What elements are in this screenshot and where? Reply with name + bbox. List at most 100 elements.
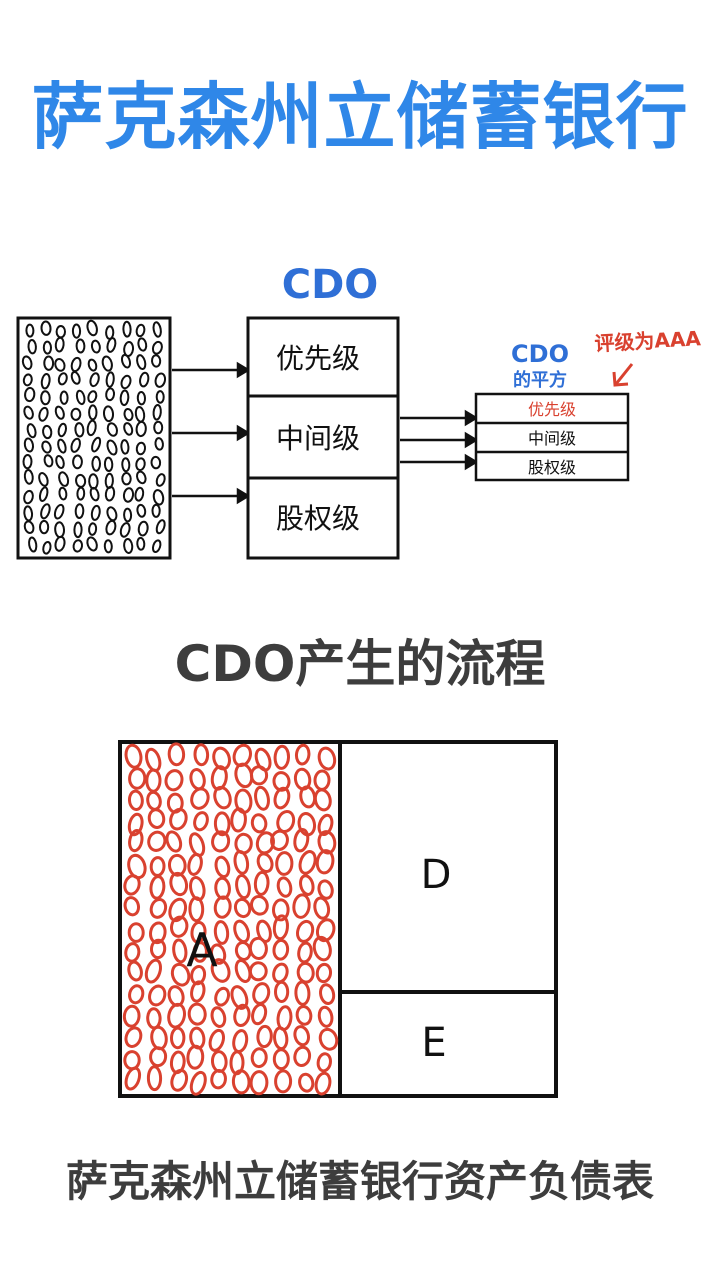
loan-oval [40, 320, 52, 336]
loan-oval [167, 853, 187, 877]
loan-oval [144, 958, 162, 984]
loan-oval [127, 960, 143, 982]
asset-pool-box [16, 316, 172, 560]
loan-oval [86, 319, 98, 337]
loan-oval [298, 1072, 315, 1093]
loan-oval [152, 404, 162, 421]
loan-oval [90, 504, 101, 521]
loan-oval [147, 808, 166, 829]
loan-oval [165, 830, 183, 853]
loan-oval [73, 521, 83, 539]
loan-oval [75, 338, 86, 354]
loan-oval [41, 440, 52, 454]
loan-oval [213, 785, 232, 810]
cdo-squared-sublabel: 的平方 [513, 369, 567, 391]
loan-oval [106, 337, 117, 353]
loan-oval [136, 503, 147, 518]
asset-loans-red [122, 742, 339, 1096]
loan-oval [319, 983, 336, 1005]
loan-oval [272, 1048, 290, 1071]
tranche-senior: 优先级 [276, 342, 360, 375]
loan-oval [27, 339, 37, 355]
loan-oval [135, 323, 146, 338]
loan-oval [295, 1005, 313, 1026]
loan-oval [254, 785, 270, 811]
balance-sheet-caption: 萨克森州立储蓄银行资产负债表 [65, 1157, 654, 1206]
cdo-squared-label: CDO [511, 340, 569, 368]
loan-oval [90, 339, 101, 354]
loan-oval [42, 540, 52, 555]
loan-oval [72, 539, 84, 553]
loan-oval [124, 1066, 142, 1091]
loan-oval [192, 941, 208, 963]
pool-to-cdo-arrows [172, 361, 251, 505]
loan-oval [55, 454, 65, 470]
loan-oval [76, 486, 86, 501]
loan-oval [172, 938, 188, 964]
loan-oval [53, 503, 65, 520]
loan-oval [54, 405, 65, 420]
loan-oval [43, 355, 55, 371]
loan-oval [88, 404, 98, 421]
loan-oval [70, 437, 81, 453]
loan-oval [315, 849, 335, 875]
loan-oval [315, 962, 333, 984]
loan-oval [106, 422, 119, 437]
loan-oval [233, 850, 250, 875]
loan-oval [148, 984, 167, 1007]
loan-oval [101, 355, 113, 372]
loan-oval [271, 898, 290, 922]
loan-oval [294, 743, 311, 766]
loan-oval [135, 420, 147, 438]
loan-oval [91, 455, 102, 472]
loan-oval [273, 744, 291, 770]
loan-oval [72, 454, 83, 470]
loan-oval [315, 918, 336, 943]
loan-oval [105, 387, 116, 402]
loan-oval [23, 405, 34, 420]
rating-note: 评级为AAA [594, 326, 702, 356]
loan-oval [124, 942, 141, 963]
loan-oval [122, 487, 135, 503]
loan-oval [91, 436, 102, 453]
tranche-equity: 股权级 [276, 502, 360, 535]
loan-oval [106, 439, 118, 456]
loan-oval [233, 1003, 251, 1027]
loan-oval [313, 896, 331, 920]
loan-oval [190, 980, 206, 1003]
loan-oval [25, 323, 35, 338]
loan-oval [256, 852, 274, 874]
loan-oval [256, 919, 272, 943]
loan-oval [146, 1065, 163, 1092]
loan-oval [210, 958, 231, 983]
loan-oval [38, 472, 49, 487]
balance-sheet: A D E [118, 740, 558, 1098]
loan-oval [293, 1045, 312, 1068]
loan-oval [214, 855, 231, 879]
loan-oval [58, 486, 68, 501]
loan-oval [71, 323, 82, 339]
loan-oval [23, 437, 35, 453]
loan-oval [190, 787, 210, 810]
loan-oval [38, 406, 49, 422]
loan-oval [250, 894, 269, 916]
loan-oval [231, 1069, 251, 1095]
cdo-label: CDO [282, 262, 379, 308]
loan-oval [233, 897, 252, 919]
loan-oval [74, 503, 85, 519]
loan-oval [88, 522, 98, 536]
loan-oval [128, 829, 144, 853]
loan-oval [22, 373, 33, 387]
loan-oval [164, 769, 184, 792]
loan-oval [24, 386, 36, 403]
loan-oval [86, 419, 97, 437]
loan-oval [155, 473, 166, 487]
loan-oval [23, 469, 34, 485]
loan-oval [252, 982, 271, 1005]
loan-oval [43, 454, 54, 468]
loan-oval [214, 986, 231, 1007]
loan-oval [270, 829, 289, 851]
loan-oval [70, 371, 81, 385]
loan-oval [250, 1047, 268, 1069]
loan-oval [272, 771, 291, 792]
